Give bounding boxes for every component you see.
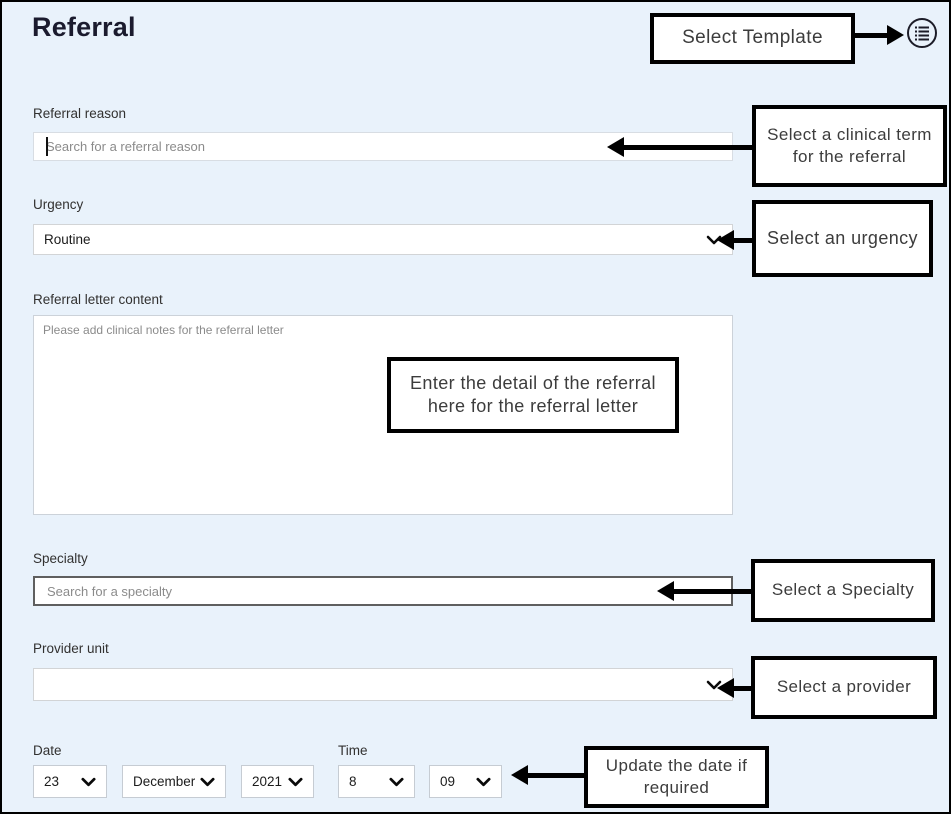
page-title: Referral: [32, 12, 136, 42]
provider-unit-select[interactable]: [33, 668, 733, 701]
arrow-shaft: [623, 145, 752, 150]
text-cursor: [46, 137, 48, 156]
arrow-head-left-icon: [607, 137, 624, 157]
urgency-label: Urgency: [33, 197, 84, 212]
chevron-down-icon: [288, 777, 303, 787]
chevron-down-icon: [476, 777, 491, 787]
arrow-head-left-icon: [511, 765, 528, 785]
arrow-head-left-icon: [657, 581, 674, 601]
chevron-down-icon: [200, 777, 215, 787]
date-month-value: December: [133, 774, 196, 789]
date-day-value: 23: [44, 774, 60, 789]
arrow-shaft: [527, 773, 584, 778]
time-hour-value: 8: [349, 774, 357, 789]
callout-provider: Select a provider: [751, 656, 937, 719]
callout-date: Update the date if required: [584, 746, 769, 808]
arrow-shaft: [855, 33, 888, 38]
arrow-head-left-icon: [717, 678, 734, 698]
callout-clinical-term: Select a clinical term for the referral: [752, 105, 947, 187]
time-hour-select[interactable]: 8: [338, 765, 415, 798]
date-label: Date: [33, 743, 62, 758]
urgency-select[interactable]: Routine: [33, 224, 733, 255]
select-template-button[interactable]: [905, 16, 939, 50]
arrow-shaft: [733, 686, 751, 691]
provider-unit-label: Provider unit: [33, 641, 109, 656]
arrow-shaft: [673, 589, 751, 594]
callout-select-template: Select Template: [650, 13, 855, 64]
specialty-input[interactable]: [33, 576, 733, 606]
urgency-select-value: Routine: [44, 232, 91, 247]
arrow-head-right-icon: [887, 25, 904, 45]
callout-specialty: Select a Specialty: [751, 559, 935, 622]
chevron-down-icon: [389, 777, 404, 787]
date-month-select[interactable]: December: [122, 765, 226, 798]
callout-urgency: Select an urgency: [752, 200, 933, 277]
referral-reason-label: Referral reason: [33, 106, 127, 121]
specialty-label: Specialty: [33, 551, 88, 566]
referral-letter-label: Referral letter content: [33, 292, 163, 307]
time-minute-select[interactable]: 09: [429, 765, 502, 798]
time-label: Time: [338, 743, 368, 758]
callout-letter-detail: Enter the detail of the referral here fo…: [387, 357, 679, 433]
date-day-select[interactable]: 23: [33, 765, 107, 798]
arrow-shaft: [733, 238, 752, 243]
arrow-head-left-icon: [717, 230, 734, 250]
date-year-value: 2021: [252, 774, 283, 789]
list-icon: [905, 18, 939, 53]
date-year-select[interactable]: 2021: [241, 765, 314, 798]
chevron-down-icon: [81, 777, 96, 787]
time-minute-value: 09: [440, 774, 456, 789]
